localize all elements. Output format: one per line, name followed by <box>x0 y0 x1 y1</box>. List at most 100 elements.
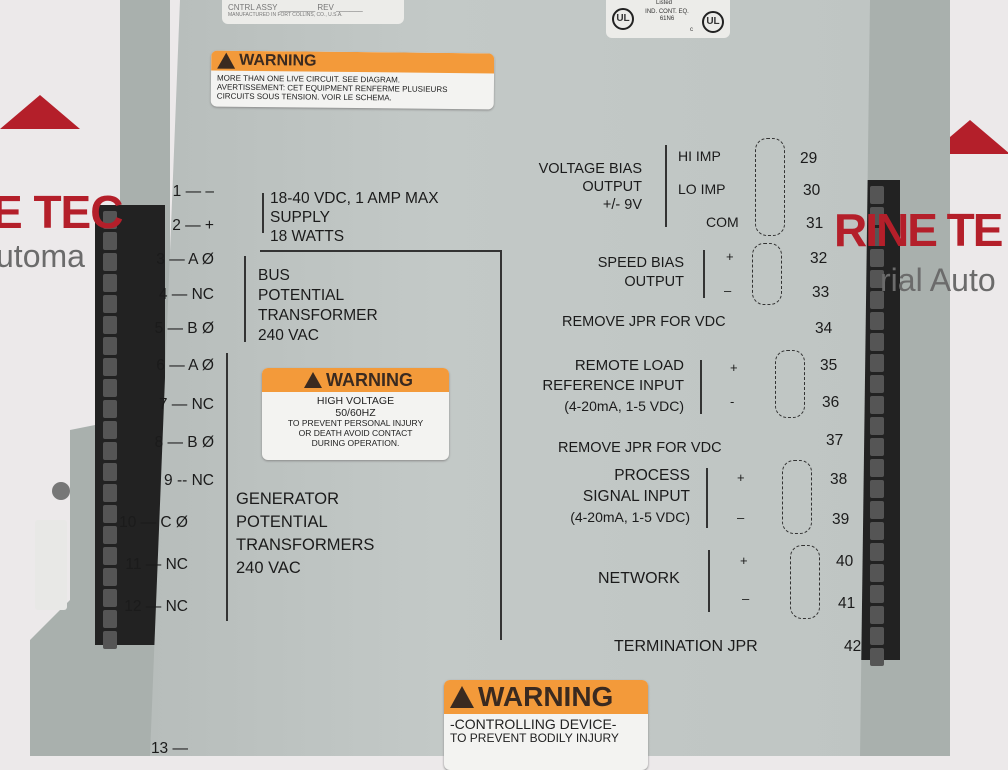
gen-line: 240 VAC <box>236 559 301 577</box>
warning-triangle-icon <box>450 686 474 708</box>
terminal-screw <box>103 589 117 607</box>
rl-line: REFERENCE INPUT <box>542 377 684 394</box>
shield-symbol <box>752 243 782 305</box>
remove-jpr-label: REMOVE JPR FOR VDC <box>558 440 722 456</box>
remote-load-label: REMOTE LOAD REFERENCE INPUT (4-20mA, 1-5… <box>500 356 684 416</box>
bracket <box>706 468 708 528</box>
terminal-label: 13 — <box>150 740 188 757</box>
terminal-screw <box>870 627 884 645</box>
terminal-screw <box>103 631 117 649</box>
supply-description: 18-40 VDC, 1 AMP MAX SUPPLY 18 WATTS <box>270 189 439 246</box>
terminal-screw <box>870 438 884 456</box>
supply-line: 18-40 VDC, 1 AMP MAX <box>270 190 439 207</box>
pin-label: + <box>737 470 745 485</box>
speed-bias-label: SPEED BIAS OUTPUT <box>540 254 684 292</box>
assembly-line1: CNTRL ASSY ________ REV ______ <box>228 3 363 12</box>
ul-label: UL Listed IND. CONT. EQ. 61N6 c UL <box>606 0 730 38</box>
terminal-screw <box>103 232 117 250</box>
terminal-label: 5 — B Ø <box>154 320 214 337</box>
sb-line: SPEED BIAS <box>597 255 684 271</box>
terminal-screw <box>103 484 117 502</box>
bracket <box>700 360 702 414</box>
terminal-number: 32 <box>810 250 828 267</box>
terminal-screw <box>103 274 117 292</box>
wall-sub-left: utoma <box>0 238 85 274</box>
wall-logo-left: E TEC <box>0 186 123 238</box>
wall-sub-right: rial Auto <box>880 262 996 298</box>
terminal-number: 42 <box>844 638 862 655</box>
warning-line: DURING OPERATION. <box>311 437 400 448</box>
terminal-label: 7 — NC <box>158 396 214 413</box>
gen-pt-description: GENERATOR POTENTIAL TRANSFORMERS 240 VAC <box>236 488 374 580</box>
terminal-label: 10 — C Ø <box>119 514 188 531</box>
terminal-screw <box>103 505 117 523</box>
terminal-screw <box>103 526 117 544</box>
supply-line: 18 WATTS <box>270 228 345 245</box>
pin-label: + <box>726 249 734 264</box>
assembly-label: CNTRL ASSY ________ REV ______ MANUFACTU… <box>222 0 404 24</box>
terminal-screw <box>870 312 884 330</box>
warning-triangle-icon <box>304 372 322 388</box>
terminal-label: 6 — A Ø <box>156 357 214 374</box>
terminal-label: 1 — – <box>172 183 214 200</box>
ps-line: (4-20mA, 1-5 VDC) <box>570 509 690 525</box>
assembly-line2: MANUFACTURED IN FORT COLLINS, CO., U.S.A… <box>228 12 343 18</box>
terminal-screw <box>870 480 884 498</box>
terminal-number: 40 <box>836 553 854 570</box>
pin-label: LO IMP <box>678 181 726 197</box>
terminal-screw <box>870 228 884 246</box>
terminal-screw <box>870 354 884 372</box>
terminal-label: 11 — NC <box>125 556 188 573</box>
warning-line: 50/60HZ <box>335 407 376 420</box>
logo-roof-left <box>0 95 80 129</box>
terminal-number: 30 <box>803 182 821 199</box>
terminal-screw <box>103 610 117 628</box>
terminal-screw <box>103 316 117 334</box>
terminal-number: 38 <box>830 471 848 488</box>
terminal-screw <box>870 543 884 561</box>
warning-title: WARNING <box>478 681 614 712</box>
terminal-screw <box>870 501 884 519</box>
warning-line: OR DEATH AVOID CONTACT <box>298 427 413 438</box>
warning-label-circuits: WARNING MORE THAN ONE LIVE CIRCUIT. SEE … <box>210 50 495 110</box>
terminal-screw <box>870 270 884 288</box>
terminal-number: 29 <box>800 150 818 167</box>
rl-line: (4-20mA, 1-5 VDC) <box>564 398 684 414</box>
ul-listed: Listed <box>656 0 673 6</box>
gen-line: GENERATOR <box>236 490 339 508</box>
shield-symbol <box>755 138 785 236</box>
terminal-label: 8 — B Ø <box>154 434 214 451</box>
bracket <box>262 193 264 233</box>
pin-label: COM <box>706 214 739 230</box>
warning-label-controlling-device: WARNING -CONTROLLING DEVICE- TO PREVENT … <box>444 680 648 770</box>
terminal-screw <box>870 522 884 540</box>
bracket <box>244 256 246 342</box>
sb-line: OUTPUT <box>624 274 684 290</box>
bus-line: BUS <box>258 267 290 284</box>
terminal-screw <box>103 547 117 565</box>
box-line <box>260 250 500 252</box>
vb-line: +/- 9V <box>602 197 642 213</box>
shield-symbol <box>775 350 805 418</box>
terminal-number: 34 <box>815 320 833 337</box>
screw <box>52 482 70 500</box>
terminal-screw <box>103 295 117 313</box>
shield-symbol <box>782 460 812 534</box>
terminal-screw <box>870 417 884 435</box>
process-signal-label: PROCESS SIGNAL INPUT (4-20mA, 1-5 VDC) <box>510 465 690 528</box>
ground-label <box>35 520 67 610</box>
terminal-screw <box>103 463 117 481</box>
terminal-screw <box>870 375 884 393</box>
terminal-screw <box>870 207 884 225</box>
pin-label: HI IMP <box>678 148 721 164</box>
terminal-screw <box>103 442 117 460</box>
pin-label: – <box>737 510 745 525</box>
shield-symbol <box>790 545 820 619</box>
terminal-screw <box>103 379 117 397</box>
ul-c: c <box>690 27 693 33</box>
pin-label: + <box>740 553 748 568</box>
warning-label-high-voltage: WARNING HIGH VOLTAGE 50/60HZ TO PREVENT … <box>262 368 449 460</box>
box-line <box>500 250 502 640</box>
ul-text: IND. CONT. EQ. 61N6 <box>645 9 689 22</box>
vb-line: OUTPUT <box>582 179 642 195</box>
